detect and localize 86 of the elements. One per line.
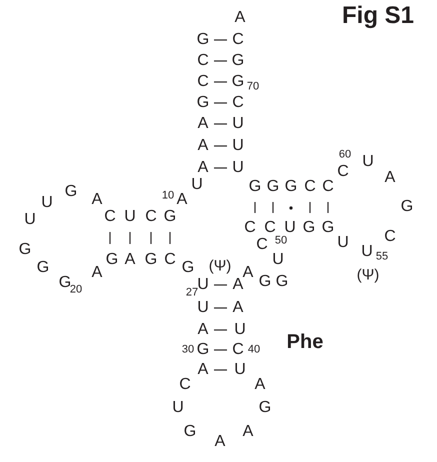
position-number: 60 — [338, 150, 352, 160]
position-number: 27 — [186, 288, 198, 298]
nucleotide-letter: U — [272, 252, 284, 268]
nucleotide-letter: G — [18, 242, 32, 258]
nucleotide-letter: G — [302, 220, 316, 236]
position-number: 40 — [248, 344, 260, 356]
nucleotide-letter: G — [196, 32, 210, 48]
nucleotide-letter: U — [232, 160, 244, 176]
nucleotide-letter: C — [197, 53, 209, 69]
nucleotide-letter: A — [232, 277, 244, 293]
nucleotide-letter: A — [92, 192, 102, 208]
nucleotide-letter: G — [196, 95, 210, 111]
nucleotide-letter: C — [256, 237, 268, 253]
nucleotide-letter: C — [304, 179, 316, 195]
nucleotide-letter: A — [242, 265, 254, 281]
nucleotide-letter: U — [41, 195, 53, 211]
nucleotide-letter: U — [191, 177, 203, 193]
nucleotide-letter: C — [197, 74, 209, 90]
nucleotide-letter: U — [232, 116, 244, 132]
position-number: 50 — [274, 236, 288, 246]
nucleotide-letter: U — [234, 322, 246, 338]
nucleotide-letter: G — [258, 400, 272, 416]
nucleotide-letter: A — [198, 116, 208, 132]
position-number: 70 — [246, 82, 260, 92]
nucleotide-letter: A — [176, 192, 188, 208]
position-number: 55 — [376, 252, 388, 262]
nucleotide-letter: U — [197, 300, 209, 316]
nucleotide-letter: C — [179, 377, 191, 393]
nucleotide-letter: U — [337, 235, 349, 251]
nucleotide-letter: C — [244, 220, 256, 236]
nucleotide-letter: G — [258, 274, 272, 290]
nucleotide-letter: A — [198, 362, 208, 378]
figure-title: Fig S1 — [342, 4, 414, 28]
nucleotide-letter: A — [234, 10, 246, 26]
nucleotide-letter: C — [322, 179, 334, 195]
nucleotide-letter: G — [144, 252, 158, 268]
nucleotide-letter: C — [145, 209, 157, 225]
nucleotide-letter: G — [106, 252, 118, 268]
position-number: 30 — [182, 344, 194, 356]
position-number: 20 — [70, 284, 82, 296]
nucleotide-letter: A — [232, 300, 244, 316]
nucleotide-letter: C — [104, 209, 116, 225]
nucleotide-letter: G — [232, 53, 244, 69]
nucleotide-letter: G — [64, 184, 78, 200]
nucleotide-letter: G — [400, 199, 414, 215]
nucleotide-letter: A — [92, 265, 102, 281]
nucleotide-letter: U — [172, 400, 184, 416]
nucleotide-letter: A — [198, 138, 208, 154]
nucleotide-letter: G — [322, 220, 334, 236]
nucleotide-letter: C — [232, 95, 244, 111]
nucleotide-letter: G — [36, 260, 50, 276]
nucleotide-letter: G — [184, 424, 196, 440]
nucleotide-letter: C — [232, 342, 244, 358]
nucleotide-letter: G — [196, 342, 210, 358]
nucleotide-letter: G — [232, 74, 244, 90]
nucleotide-letter: U — [362, 154, 374, 170]
nucleotide-letter: C — [264, 220, 276, 236]
nucleotide-letter: U — [124, 209, 136, 225]
nucleotide-letter: A — [242, 424, 254, 440]
nucleotide-letter: A — [198, 160, 208, 176]
nucleotide-letter: A — [254, 377, 266, 393]
modified-base-label: (Ψ) — [208, 258, 232, 274]
nucleotide-letter: A — [384, 170, 396, 186]
nucleotide-letter: A — [124, 252, 136, 268]
molecule-label: Phe — [286, 332, 324, 352]
nucleotide-letter: G — [182, 260, 194, 276]
nucleotide-letter: G — [276, 274, 288, 290]
nucleotide-letter: G — [248, 179, 262, 195]
nucleotide-letter: A — [214, 434, 226, 450]
nucleotide-letter: C — [164, 252, 176, 268]
nucleotide-letter: U — [197, 277, 209, 293]
nucleotide-letter: G — [58, 275, 72, 291]
nucleotide-letter: A — [198, 322, 208, 338]
nucleotide-letter: C — [337, 164, 349, 180]
position-number: 10 — [162, 190, 174, 202]
nucleotide-letter: U — [284, 220, 296, 236]
nucleotide-letter: U — [234, 362, 246, 378]
nucleotide-letter: G — [284, 179, 298, 195]
nucleotide-letter: U — [361, 244, 373, 260]
nucleotide-letter: U — [232, 138, 244, 154]
modified-base-label: (Ψ) — [356, 268, 380, 282]
nucleotide-letter: G — [164, 209, 176, 225]
nucleotide-letter: G — [266, 179, 280, 195]
nucleotide-letter: U — [24, 212, 36, 228]
nucleotide-letter: C — [384, 229, 396, 245]
nucleotide-letter: C — [232, 32, 244, 48]
